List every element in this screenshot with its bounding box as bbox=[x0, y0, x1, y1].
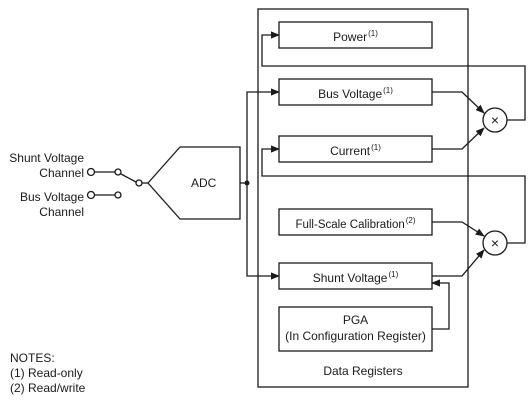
multiplier-2-symbol: × bbox=[491, 235, 499, 251]
current-feedback-line bbox=[261, 145, 526, 244]
notes-heading: NOTES: bbox=[10, 351, 55, 365]
adc-to-bus-voltage-line bbox=[246, 88, 280, 183]
adc-to-shunt-voltage-line bbox=[246, 183, 280, 280]
note-read-write: (2) Read/write bbox=[10, 381, 86, 395]
shunt-channel-label-line2: Channel bbox=[39, 166, 84, 180]
shunt-channel-label-line1: Shunt Voltage bbox=[9, 151, 84, 165]
bus-input-terminal bbox=[86, 190, 96, 200]
power-feedback-line bbox=[261, 31, 526, 121]
junction-dot bbox=[244, 180, 250, 186]
switch-blade bbox=[120, 173, 137, 183]
shunt-input-terminal bbox=[86, 167, 96, 177]
switch-common-contact bbox=[135, 179, 143, 187]
calibration-register: Full-Scale Calibration(2) bbox=[295, 216, 416, 231]
shunt-switch-contact bbox=[114, 168, 122, 176]
pga-feedback-line bbox=[431, 279, 450, 330]
multiplier-1-symbol: × bbox=[491, 112, 499, 128]
current-register: Current(1) bbox=[330, 143, 381, 158]
note-read-only: (1) Read-only bbox=[10, 366, 83, 380]
pga-label-line2: (In Configuration Register) bbox=[285, 329, 426, 343]
bus-channel-label-line1: Bus Voltage bbox=[19, 190, 84, 204]
bus-switch-contact bbox=[114, 191, 122, 199]
adc-label: ADC bbox=[191, 176, 217, 190]
data-registers-title: Data Registers bbox=[323, 364, 403, 378]
pga-label-line1: PGA bbox=[342, 313, 369, 327]
power-register: Power(1) bbox=[333, 29, 378, 44]
shunt-voltage-register: Shunt Voltage(1) bbox=[312, 270, 399, 285]
bus-voltage-register: Bus Voltage(1) bbox=[318, 86, 393, 101]
bus-channel-label-line2: Channel bbox=[39, 205, 84, 219]
data-registers-block bbox=[257, 8, 469, 388]
